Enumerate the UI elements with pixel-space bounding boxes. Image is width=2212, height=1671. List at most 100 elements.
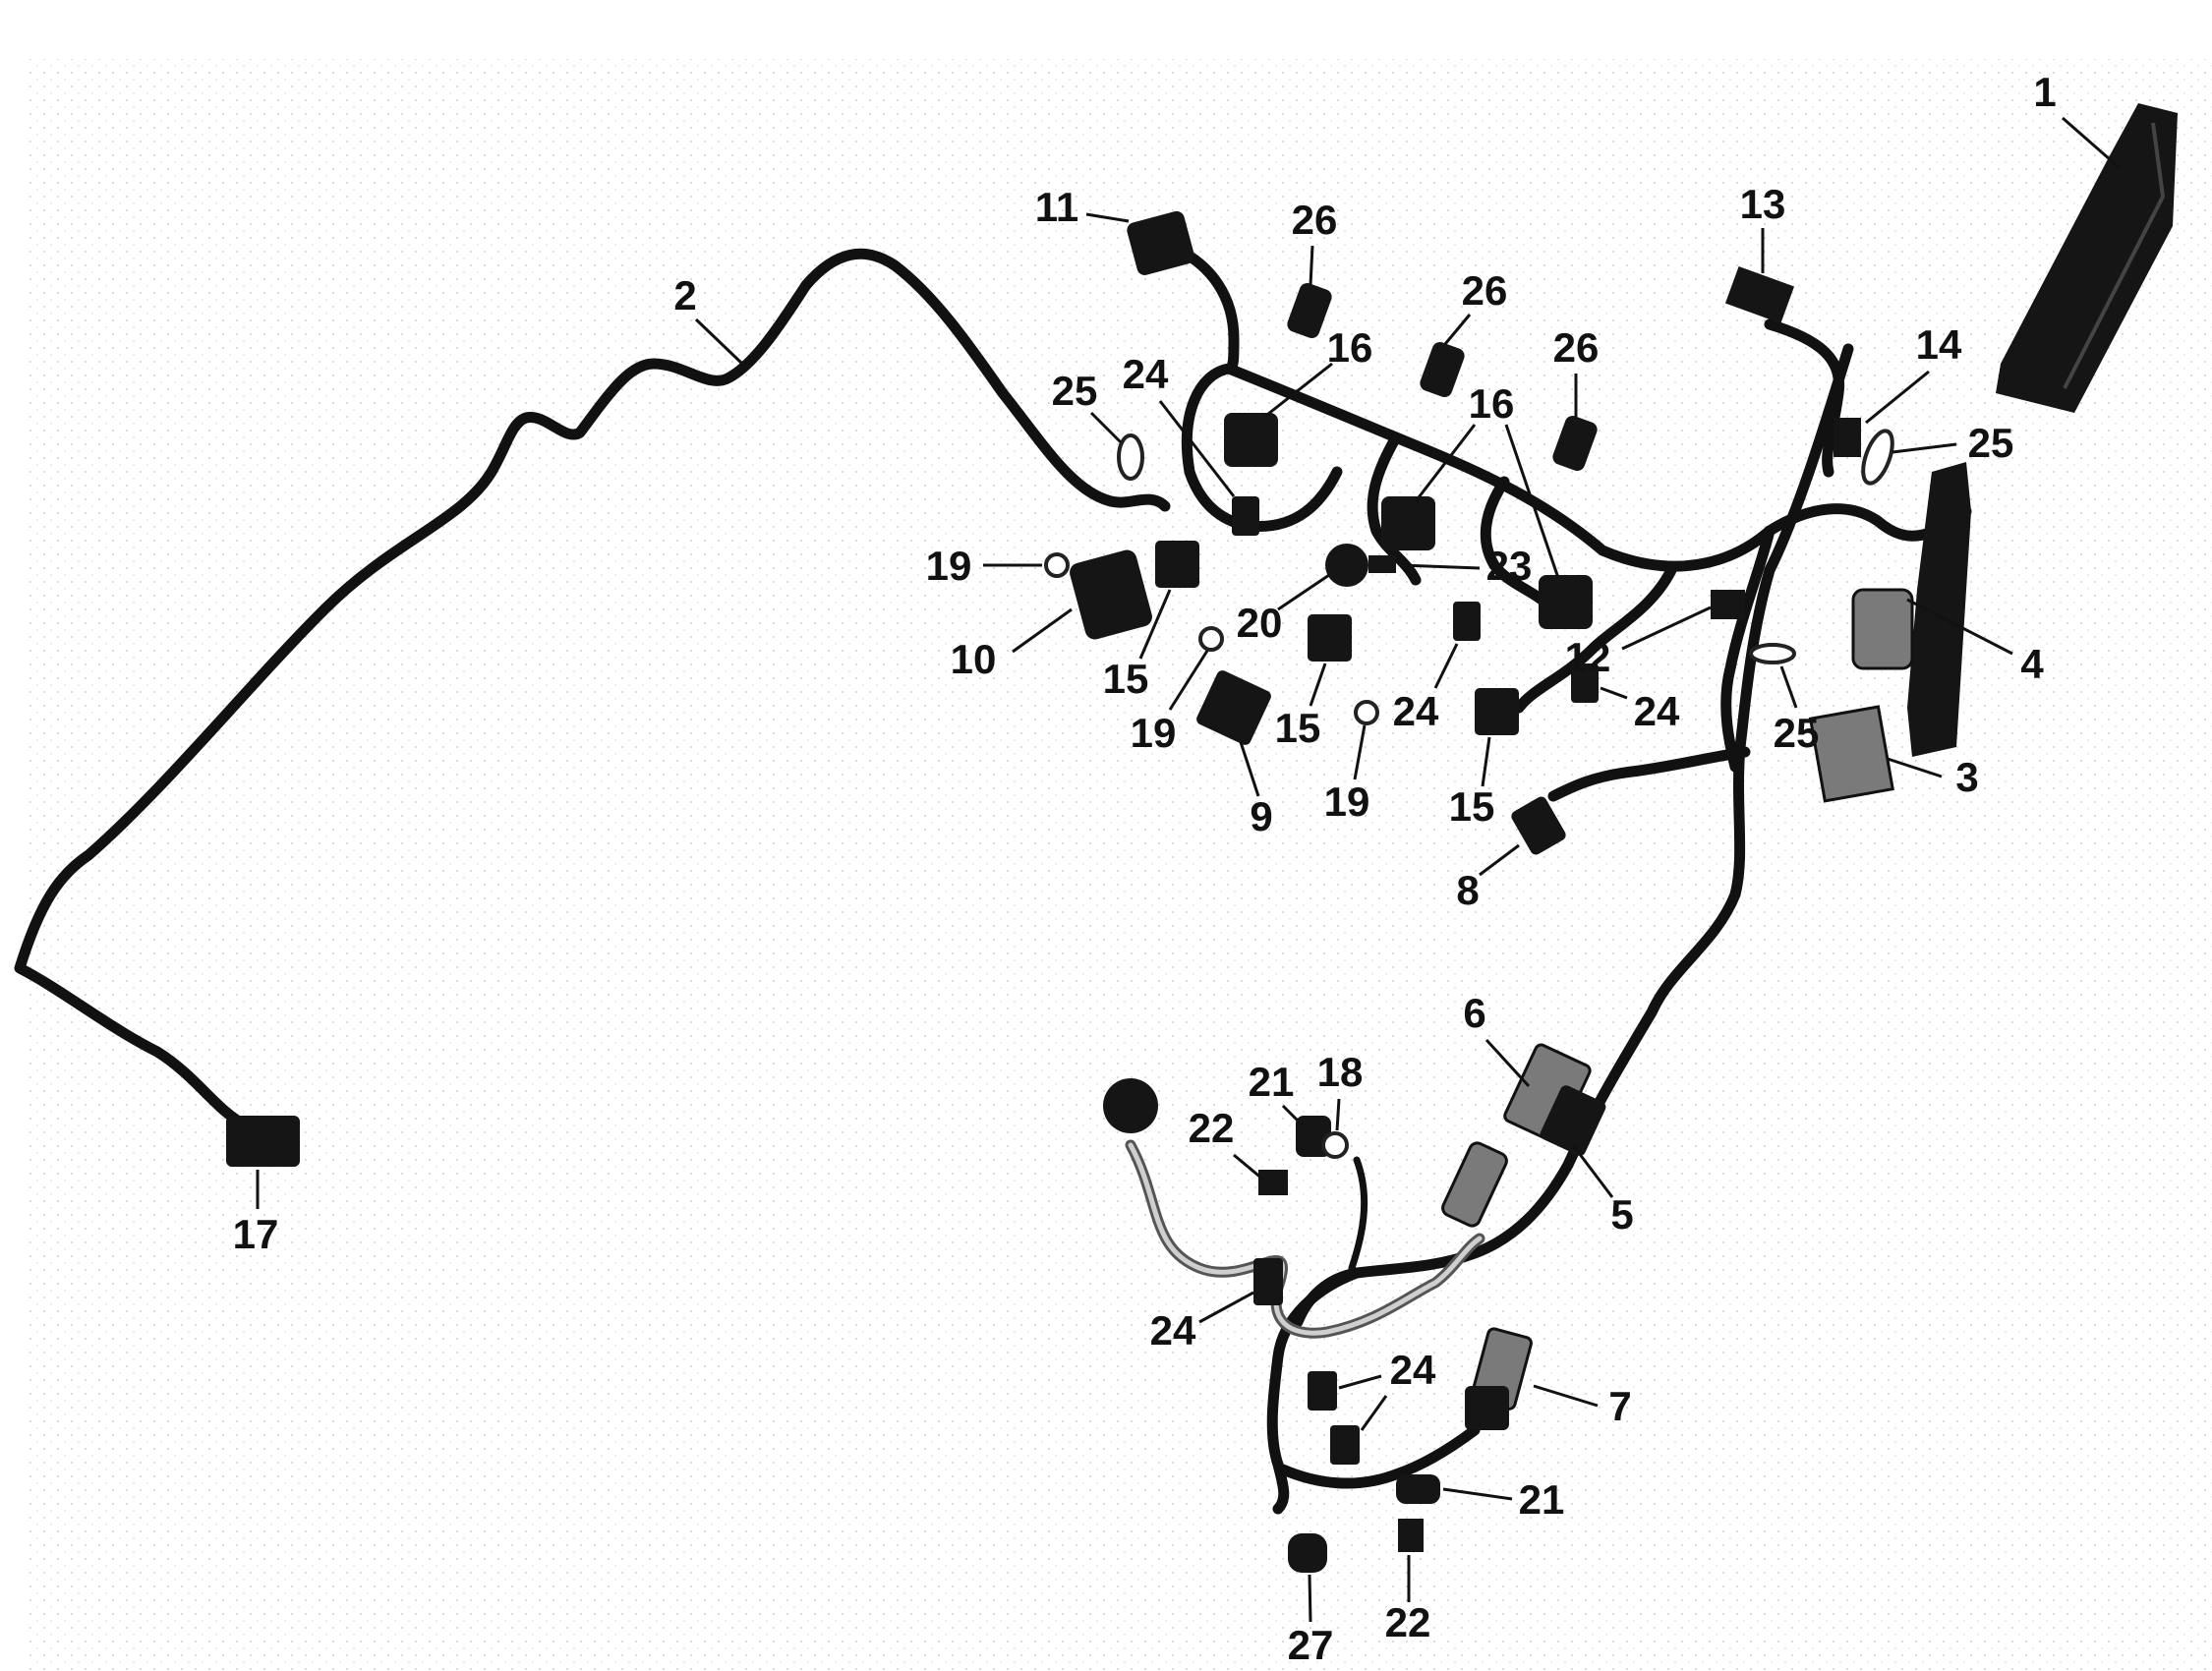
cable-tie-25a [1117, 433, 1144, 481]
callout-19c-label: 19 [1324, 778, 1370, 825]
harness-2-cable [14, 248, 1171, 1131]
callout-15c-label: 15 [1449, 783, 1495, 830]
callout-19c: 19 [1324, 724, 1370, 825]
callout-24a-label: 24 [1123, 351, 1169, 397]
ignition-coil-connector-16c [1539, 575, 1593, 629]
fuse-holder-cap [1851, 588, 1914, 670]
callout-11-label: 11 [1035, 184, 1078, 230]
callout-25c: 25 [1774, 665, 1820, 756]
parts [226, 103, 2178, 1573]
callout-1-label: 1 [2033, 69, 2056, 115]
callout-21b: 21 [1442, 1476, 1565, 1523]
callout-2-label: 2 [673, 272, 696, 318]
callout-9: 9 [1239, 741, 1273, 839]
callout-16b: 16 [1414, 380, 1560, 579]
injector-connector-15c [1475, 688, 1519, 735]
callout-23: 23 [1400, 543, 1532, 589]
callout-13: 13 [1740, 181, 1786, 273]
callout-21b-label: 21 [1519, 1476, 1565, 1523]
callout-22a: 22 [1189, 1105, 1264, 1181]
callout-14: 14 [1865, 321, 1962, 425]
harness-branch-15c [1513, 564, 1677, 714]
connector-8 [1511, 796, 1566, 855]
callout-24a: 24 [1123, 351, 1236, 497]
callout-7: 7 [1533, 1383, 1632, 1429]
connector-5 [1540, 1085, 1606, 1156]
callout-9-label: 9 [1250, 793, 1272, 839]
ring-terminal-21b [1396, 1474, 1440, 1504]
callout-26b: 26 [1443, 267, 1508, 345]
callout-1: 1 [2033, 69, 2120, 169]
callout-25c-label: 25 [1774, 710, 1820, 756]
callout-4-label: 4 [2020, 641, 2044, 687]
callout-16a-label: 16 [1327, 324, 1373, 371]
callout-4: 4 [1906, 598, 2044, 687]
callout-6-label: 6 [1463, 990, 1485, 1036]
harness-branch-16b [1480, 476, 1559, 615]
clip-24e [1308, 1371, 1337, 1411]
callout-25b-label: 25 [1968, 420, 2014, 466]
callout-15b: 15 [1275, 663, 1327, 751]
main-harness-trunk [1223, 363, 1972, 572]
callout-3-label: 3 [1955, 754, 1978, 800]
grommet-20 [1325, 544, 1368, 587]
harness-branch-left-loop [1181, 363, 1343, 533]
callout-26b-label: 26 [1462, 267, 1508, 314]
callout-14-label: 14 [1916, 321, 1962, 368]
connector-11 [1127, 210, 1194, 275]
clip-26c [1552, 416, 1598, 471]
callout-10: 10 [951, 607, 1073, 682]
bolt-22a [1258, 1170, 1288, 1195]
callout-2: 2 [673, 272, 744, 366]
clip-24d [1253, 1258, 1283, 1305]
callout-27: 27 [1288, 1574, 1333, 1668]
callout-13-label: 13 [1740, 181, 1786, 227]
knock-sensor [1103, 1078, 1158, 1133]
connector-17 [226, 1116, 300, 1167]
callout-5: 5 [1571, 1144, 1634, 1238]
harness-branch-13 [1764, 318, 1845, 478]
callout-19a: 19 [926, 543, 1042, 589]
knock-sensor-cable-core [1128, 1142, 1483, 1336]
harness-branch-11 [1174, 245, 1240, 375]
cable-tie-25b [1861, 429, 1894, 486]
diagram-background [29, 59, 2212, 1671]
callout-20-label: 20 [1237, 600, 1283, 646]
grommet-27 [1288, 1533, 1327, 1573]
callout-16b-label: 16 [1469, 380, 1515, 427]
callout-26c-label: 26 [1553, 324, 1600, 371]
harness-branch-12 [1720, 525, 1775, 773]
callout-12-label: 12 [1565, 634, 1611, 680]
sensor-plug [1441, 1141, 1508, 1228]
callout-17-label: 17 [233, 1211, 279, 1257]
harness-branch-7 [1277, 1424, 1481, 1489]
injector-connector-15a [1155, 541, 1199, 588]
callout-5-label: 5 [1610, 1191, 1633, 1238]
connector-13 [1724, 265, 1795, 324]
callout-22b-label: 22 [1385, 1599, 1431, 1645]
callout-18-label: 18 [1317, 1049, 1364, 1095]
harness-branch-center [1367, 432, 1422, 586]
callout-15b-label: 15 [1275, 705, 1321, 751]
connector-7-body [1465, 1386, 1509, 1430]
callout-3: 3 [1887, 754, 1979, 800]
callout-15c: 15 [1449, 736, 1495, 830]
callout-24b: 24 [1393, 643, 1459, 734]
callout-12: 12 [1565, 605, 1712, 680]
bracket-3 [1808, 705, 1894, 803]
harness-branch-18 [1348, 1156, 1368, 1272]
callout-24b-label: 24 [1393, 688, 1439, 734]
washer-19b [1198, 626, 1224, 652]
fuse-holder-4 [1907, 462, 1971, 757]
callout-11: 11 [1035, 184, 1130, 230]
washer-19a [1044, 552, 1070, 578]
connector-12 [1711, 590, 1745, 619]
callout-21a: 21 [1249, 1059, 1305, 1127]
callout-19b-label: 19 [1131, 710, 1177, 756]
callout-6: 6 [1463, 990, 1531, 1088]
callout-24c: 24 [1600, 686, 1680, 734]
harness-wires [14, 245, 1972, 1515]
connector-14 [1834, 418, 1861, 457]
clip-24c [1571, 663, 1599, 703]
